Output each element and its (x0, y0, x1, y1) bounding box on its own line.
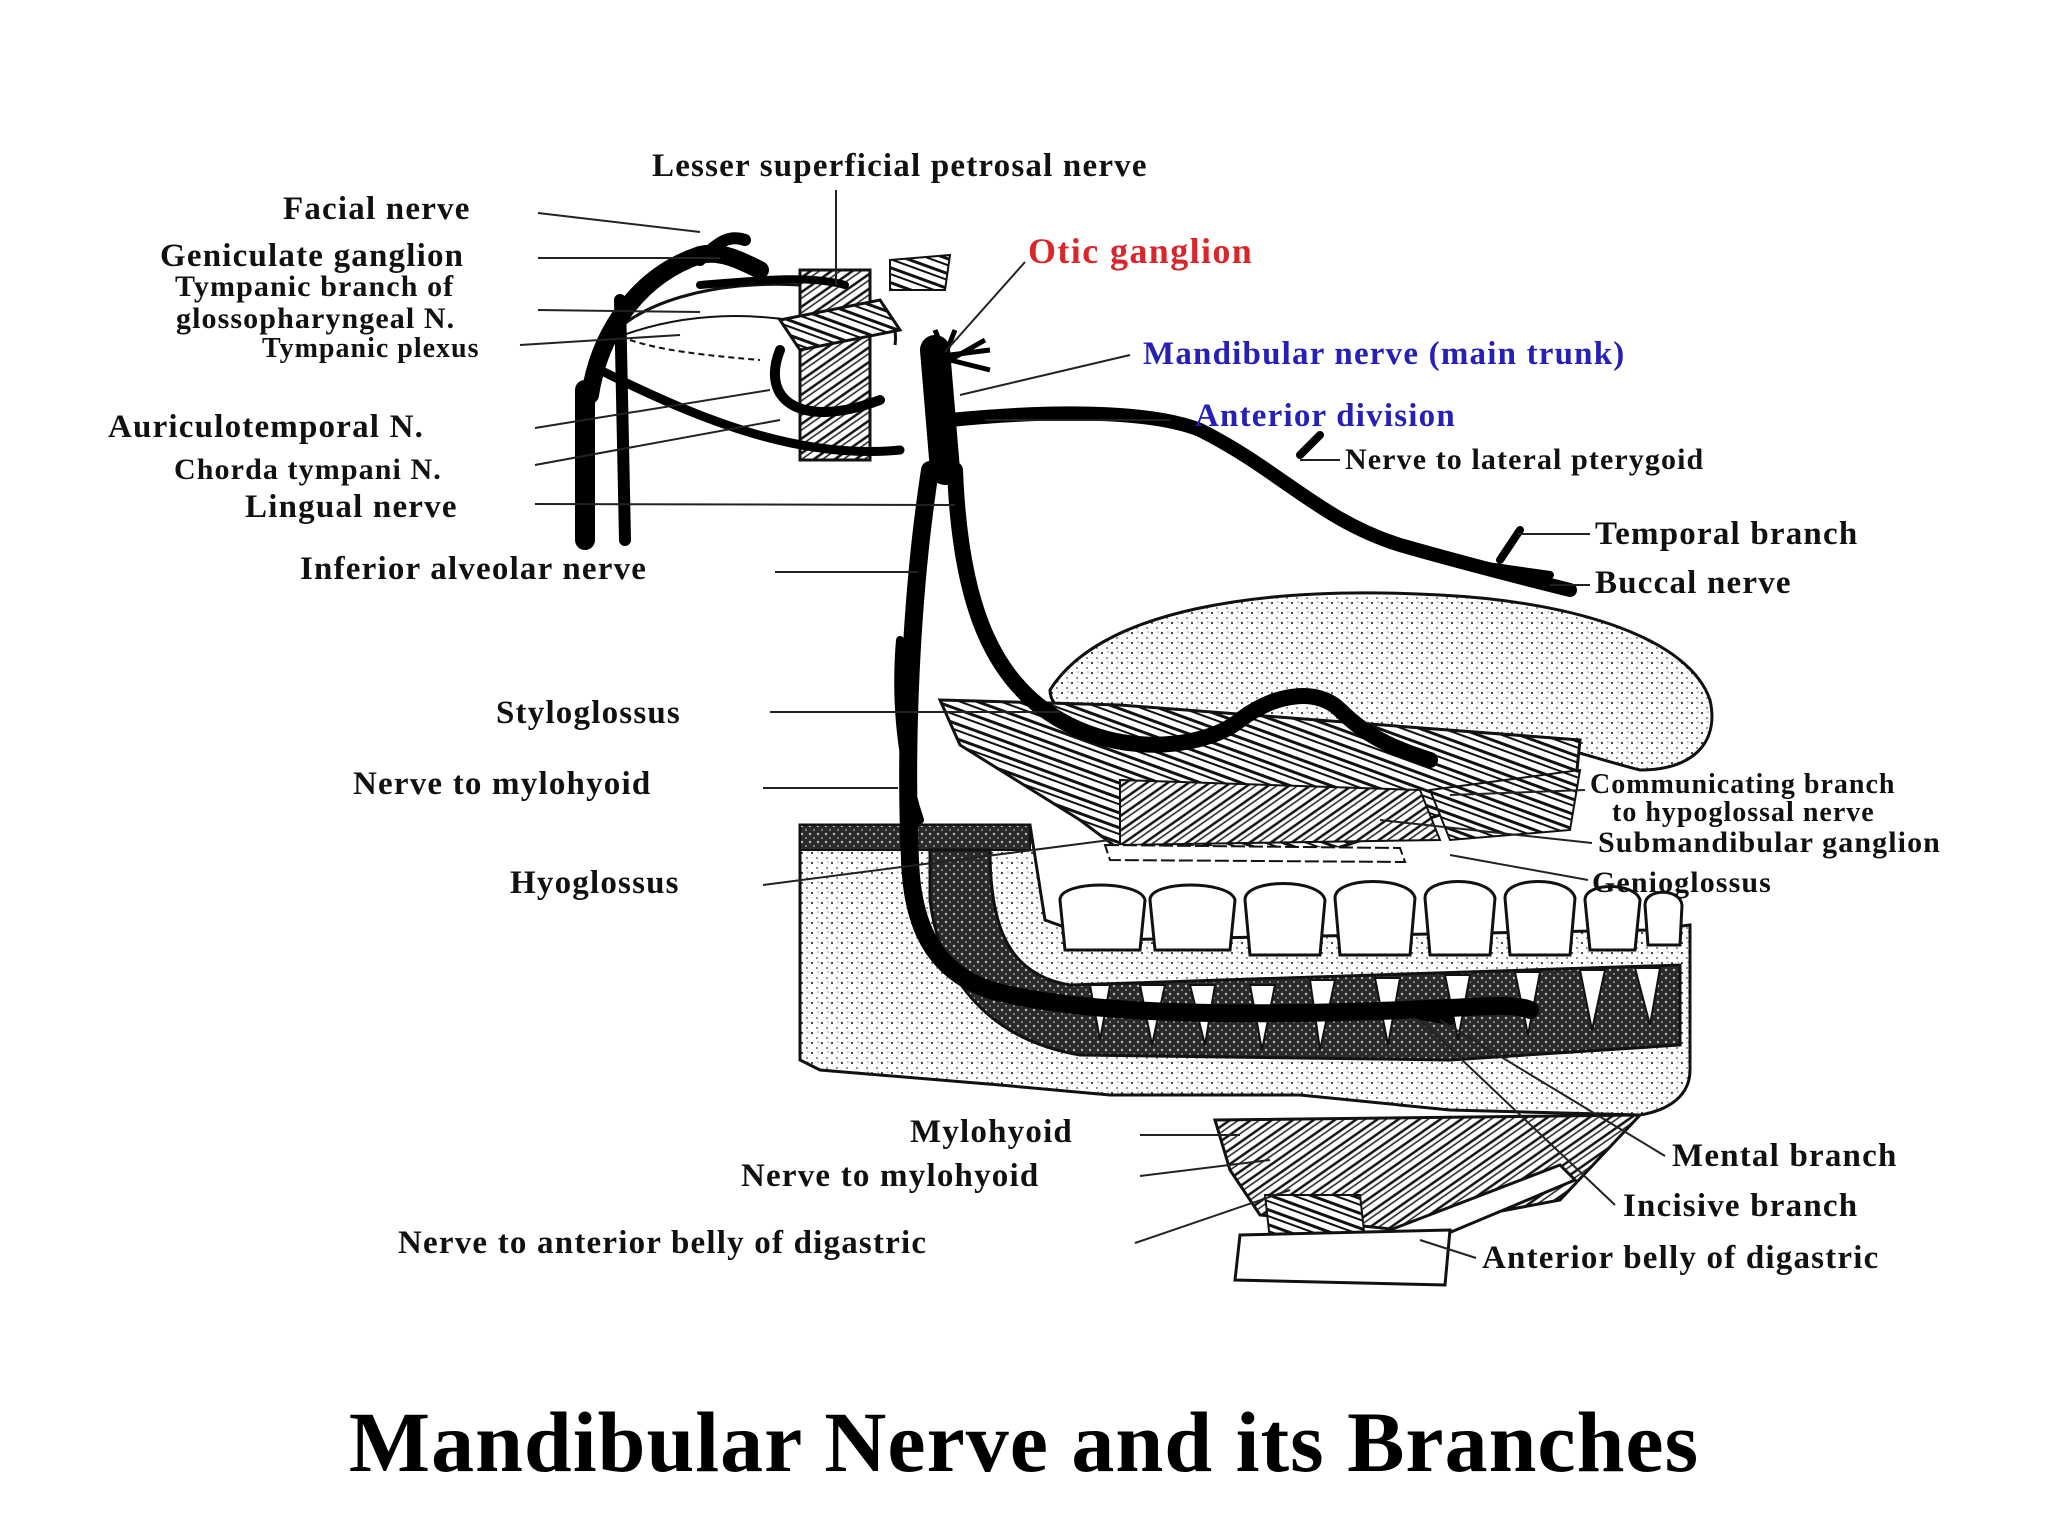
leader-lines (519, 190, 1666, 1259)
label-communicating-branch-line1: Communicating branch (1590, 769, 1896, 800)
leader-line-nerve-anterior-belly (1134, 1189, 1291, 1244)
label-tympanic-branch-line2: glossopharyngeal N. (176, 302, 456, 335)
label-nerve-to-lateral-pterygoid: Nerve to lateral pterygoid (1345, 443, 1705, 476)
leader-line-otic-ganglion (944, 261, 1026, 353)
label-temporal-branch: Temporal branch (1595, 516, 1859, 552)
label-mental-branch: Mental branch (1672, 1138, 1898, 1174)
mandible (798, 823, 1692, 1117)
leader-line-chorda-tympani (534, 419, 781, 466)
leader-line-anterior-belly (1419, 1239, 1477, 1259)
leader-line-tympanic-plexus (519, 334, 681, 346)
leader-line-auriculotemporal (534, 389, 771, 429)
label-inferior-alveolar-nerve: Inferior alveolar nerve (300, 551, 648, 587)
leader-line-mental (1439, 1019, 1666, 1157)
label-tympanic-branch-line1: Tympanic branch of (175, 270, 455, 303)
label-nerve-to-mylohyoid-lower: Nerve to mylohyoid (741, 1158, 1040, 1194)
leader-line-genioglossus (1449, 854, 1589, 881)
label-styloglossus: Styloglossus (496, 695, 681, 731)
label-tympanic-plexus: Tympanic plexus (262, 333, 480, 364)
leader-line-incisive (1419, 1019, 1616, 1206)
figure-title: Mandibular Nerve and its Branches (348, 1394, 1700, 1490)
leader-line-submandibular (1379, 819, 1593, 844)
label-hyoglossus: Hyoglossus (510, 865, 680, 901)
label-nerve-to-mylohyoid-upper: Nerve to mylohyoid (353, 766, 652, 802)
leader-line-nerve-mylohyoid-lower (1139, 1159, 1271, 1177)
nerve-trunks (575, 232, 1577, 1025)
label-lingual-nerve: Lingual nerve (245, 489, 458, 525)
label-otic-ganglion: Otic ganglion (1028, 231, 1254, 271)
label-mylohyoid: Mylohyoid (910, 1114, 1073, 1150)
leader-line-facial (537, 212, 701, 233)
teeth (1058, 880, 1684, 957)
leader-line-communicating (1449, 789, 1586, 796)
skull-structures (598, 253, 952, 462)
label-submandibular-ganglion: Submandibular ganglion (1598, 826, 1941, 859)
label-anterior-division: Anterior division (1195, 398, 1456, 434)
label-nerve-to-anterior-belly-of-digastric: Nerve to anterior belly of digastric (398, 1225, 928, 1261)
floor-muscles (1212, 1113, 1644, 1287)
label-lesser-superficial-petrosal-nerve: Lesser superficial petrosal nerve (652, 148, 1148, 184)
leader-line-lingual (534, 503, 956, 506)
label-facial-nerve: Facial nerve (283, 191, 471, 227)
leader-line-mandibular-main-trunk (959, 354, 1131, 396)
label-buccal-nerve: Buccal nerve (1595, 565, 1792, 601)
label-mandibular-nerve-main-trunk: Mandibular nerve (main trunk) (1143, 336, 1626, 372)
leader-line-hyoglossus (762, 839, 1111, 886)
label-auriculotemporal-nerve: Auriculotemporal N. (108, 409, 425, 445)
label-chorda-tympani-nerve: Chorda tympani N. (174, 453, 442, 486)
label-communicating-branch-line2: to hypoglossal nerve (1612, 797, 1875, 828)
label-genioglossus: Genioglossus (1592, 866, 1772, 899)
label-anterior-belly-of-digastric: Anterior belly of digastric (1482, 1240, 1880, 1276)
label-geniculate-ganglion: Geniculate ganglion (160, 238, 465, 274)
label-incisive-branch: Incisive branch (1623, 1188, 1859, 1224)
leader-line-tympanic-branch (537, 309, 701, 313)
